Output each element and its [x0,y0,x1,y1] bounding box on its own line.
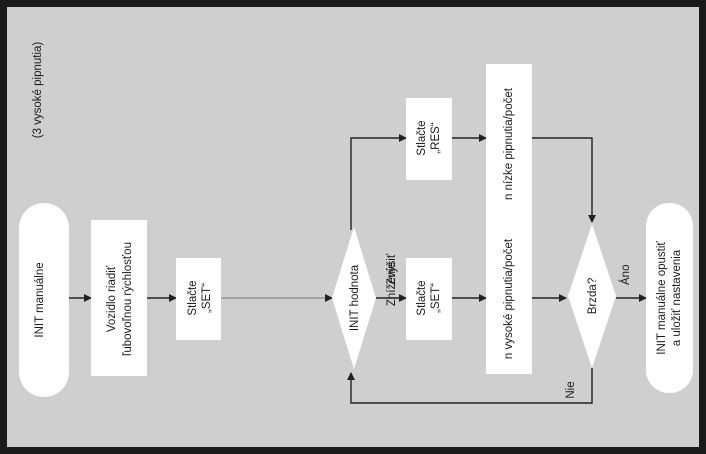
connectors [68,134,647,404]
edge-label-no: Nie [565,381,577,398]
node-low-beeps: n nízke pipnutia/počet [486,64,532,224]
press-res-line1: Stlačte [416,120,428,155]
node-start: INIT manuálne [19,203,69,397]
end-label-line2: a uložiť nastavenia [671,249,683,346]
edge-low-to-brake [532,137,596,223]
decision-init-label: INIT hodnota [349,264,361,331]
node-decision-brake: Brzda? [568,224,616,368]
node-press-set-1: Stlačte „SET“ [176,258,221,340]
press-set-1-line1: Stlačte [187,280,199,315]
press-res-line2: „RES“ [430,122,442,153]
note-high-beeps: (3 vysoké pipnutia) [32,42,44,139]
node-drive: Vozidlo riadiť ľubovoľnou rýchlosťou [91,220,147,376]
decision-brake-label: Brzda? [587,278,599,314]
node-press-res: Stlačte „RES“ [406,98,452,180]
press-set-1-line2: „SET“ [201,283,213,313]
start-label: INIT manuálne [34,262,46,337]
low-beeps-label: n nízke pipnutia/počet [503,87,515,200]
high-beeps-label: n vysoké pipnutia/počet [503,238,515,359]
edge-label-increase: Zvýšiť [386,253,398,285]
node-high-beeps: n vysoké pipnutia/počet [486,224,532,374]
press-set-2-line2: „SET“ [430,283,442,313]
node-press-set-2: Stlačte „SET“ [406,258,452,340]
edge-label-decrease: Zníženie [386,262,398,306]
drive-label-line2: ľubovoľnou rýchlosťou [122,242,134,356]
node-end: INIT manuálne opustiť a uložiť nastaveni… [646,203,693,393]
end-label-line1: INIT manuálne opustiť [656,241,668,355]
edge-label-yes: Áno [619,265,632,285]
edge-init-to-res [350,134,407,230]
node-decision-init: INIT hodnota [332,227,376,369]
drive-label-line1: Vozidlo riadiť [106,265,118,332]
press-set-2-line1: Stlačte [416,280,428,315]
edge-brake-no-loop [347,368,593,404]
